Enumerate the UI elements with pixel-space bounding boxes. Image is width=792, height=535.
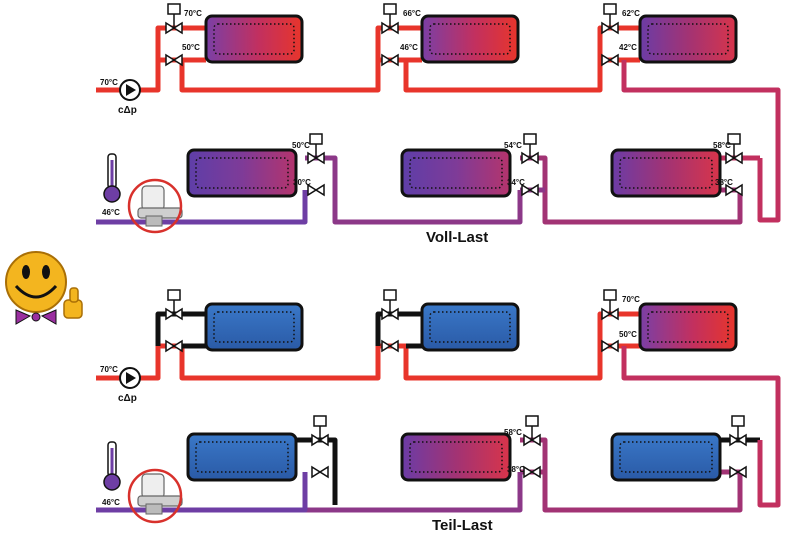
inlet-temp: 62°C	[622, 9, 640, 18]
thermostatic-valve	[137, 473, 183, 515]
radiator	[638, 302, 738, 352]
highlight-circle	[127, 178, 183, 234]
inlet-temp: 54°C	[504, 141, 522, 150]
radiator-cold	[204, 302, 304, 352]
outlet-temp: 50°C	[619, 330, 637, 339]
inlet-temp: 70°C	[622, 295, 640, 304]
supply-temp: 70°C	[100, 365, 118, 374]
outlet-temp: 50°C	[182, 43, 200, 52]
thumbs-up-icon	[63, 287, 83, 319]
inlet-temp: 58°C	[504, 428, 522, 437]
radiator-cold	[420, 302, 520, 352]
smiley-icon	[5, 251, 67, 325]
radiator	[204, 14, 304, 64]
outlet-temp: 30°C	[293, 178, 311, 187]
return-riser-pipe	[621, 346, 781, 508]
radiator-cold	[610, 432, 722, 482]
radiator	[610, 148, 722, 198]
thermometer-icon	[103, 441, 121, 491]
pump	[119, 367, 141, 389]
inlet-temp: 58°C	[713, 141, 731, 150]
pump-label: cΔp	[118, 393, 137, 404]
radiator	[400, 432, 512, 482]
radiator	[420, 14, 520, 64]
valve	[165, 289, 747, 479]
inlet-temp: 50°C	[292, 141, 310, 150]
inlet-temp: 66°C	[403, 9, 421, 18]
outlet-temp: 42°C	[619, 43, 637, 52]
valve	[165, 3, 743, 197]
pump	[119, 79, 141, 101]
outlet-temp: 38°C	[715, 178, 733, 187]
return-riser-pipe	[621, 60, 781, 223]
voll-last-circuit: cΔp 70°C 46°C 70°C 50°C 66°C 46°C 62°C 4…	[96, 3, 781, 246]
return-temp: 46°C	[102, 208, 120, 217]
section-title: Voll-Last	[426, 229, 488, 246]
return-temp: 46°C	[102, 498, 120, 507]
outlet-temp: 38°C	[507, 465, 525, 474]
outlet-temp: 46°C	[400, 43, 418, 52]
outlet-temp: 34°C	[507, 178, 525, 187]
inlet-temp: 70°C	[184, 9, 202, 18]
section-title: Teil-Last	[432, 517, 493, 534]
thermostatic-valve	[137, 185, 183, 227]
highlight-circle	[127, 468, 183, 524]
radiator	[186, 148, 298, 198]
teil-last-circuit: cΔp 70°C 46°C 70°C 50°C 58°C 38°C Teil-L…	[96, 289, 781, 534]
radiator-cold	[186, 432, 298, 482]
stagnant-pipe	[155, 311, 760, 505]
pump-label: cΔp	[118, 105, 137, 116]
supply-temp: 70°C	[100, 78, 118, 87]
radiator	[400, 148, 512, 198]
radiator	[638, 14, 738, 64]
thermometer-icon	[103, 153, 121, 203]
